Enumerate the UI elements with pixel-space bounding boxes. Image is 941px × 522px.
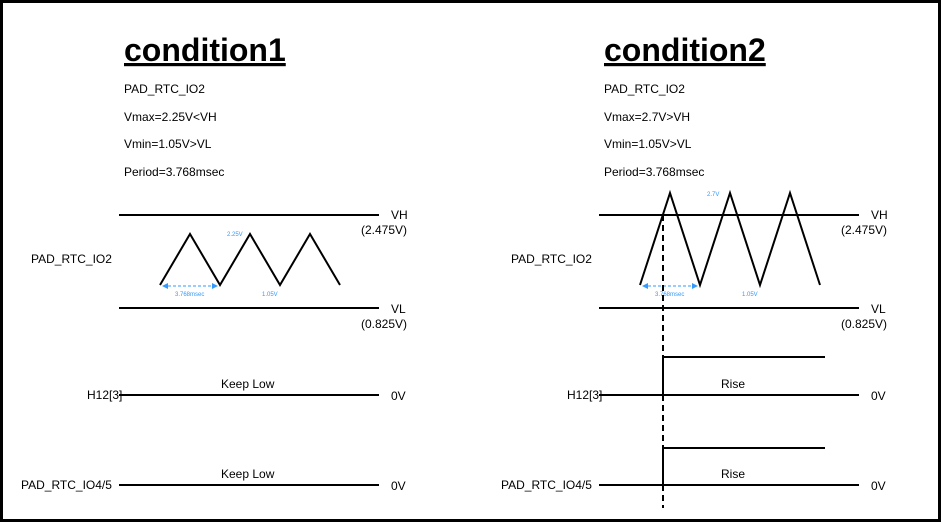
vl-label: VL <box>871 302 886 316</box>
peak-annotation: 2.7V <box>707 192 719 198</box>
triangle-waveform <box>159 232 341 287</box>
period-info: Period=3.768msec <box>124 165 224 179</box>
h12-rise-step <box>662 356 825 395</box>
io45-zero: 0V <box>391 479 406 493</box>
condition-title: condition2 <box>604 32 766 68</box>
vmin-info: Vmin=1.05V>VL <box>604 137 692 151</box>
peak-annotation: 2.25V <box>227 232 243 238</box>
h12-state: Keep Low <box>221 377 275 391</box>
vh-value: (2.475V) <box>361 223 407 237</box>
vl-value: (0.825V) <box>841 317 887 331</box>
io45-label: PAD_RTC_IO4/5 <box>21 478 112 492</box>
vmax-info: Vmax=2.25V<VH <box>124 110 217 124</box>
vmin-info: Vmin=1.05V>VL <box>124 137 212 151</box>
period-annotation: 3.768msec <box>175 292 204 298</box>
h12-state: Rise <box>721 377 745 391</box>
condition-title: condition1 <box>124 32 286 68</box>
period-info: Period=3.768msec <box>604 165 704 179</box>
vmax-info: Vmax=2.7V>VH <box>604 110 690 124</box>
vh-value: (2.475V) <box>841 223 887 237</box>
condition2-panel: condition2 PAD_RTC_IO2 Vmax=2.7V>VH Vmin… <box>501 32 888 508</box>
signal-name: PAD_RTC_IO2 <box>604 82 685 96</box>
trough-annotation: 1.05V <box>742 292 758 298</box>
wave-label: PAD_RTC_IO2 <box>31 252 112 266</box>
h12-label: H12[3] <box>87 388 122 402</box>
io45-zero: 0V <box>871 479 886 493</box>
h12-zero: 0V <box>391 389 406 403</box>
trough-annotation: 1.05V <box>262 292 278 298</box>
vh-label: VH <box>871 208 888 222</box>
io45-state: Rise <box>721 467 745 481</box>
io45-rise-step <box>662 447 825 485</box>
signal-name: PAD_RTC_IO2 <box>124 82 205 96</box>
period-annotation: 3.768msec <box>655 292 684 298</box>
triangle-waveform <box>639 189 821 289</box>
io45-label: PAD_RTC_IO4/5 <box>501 478 592 492</box>
vh-label: VH <box>391 208 408 222</box>
h12-label: H12[3] <box>567 388 602 402</box>
io45-state: Keep Low <box>221 467 275 481</box>
h12-zero: 0V <box>871 389 886 403</box>
vl-label: VL <box>391 302 406 316</box>
condition1-panel: condition1 PAD_RTC_IO2 Vmax=2.25V<VH Vmi… <box>21 32 408 493</box>
wave-label: PAD_RTC_IO2 <box>511 252 592 266</box>
vl-value: (0.825V) <box>361 317 407 331</box>
